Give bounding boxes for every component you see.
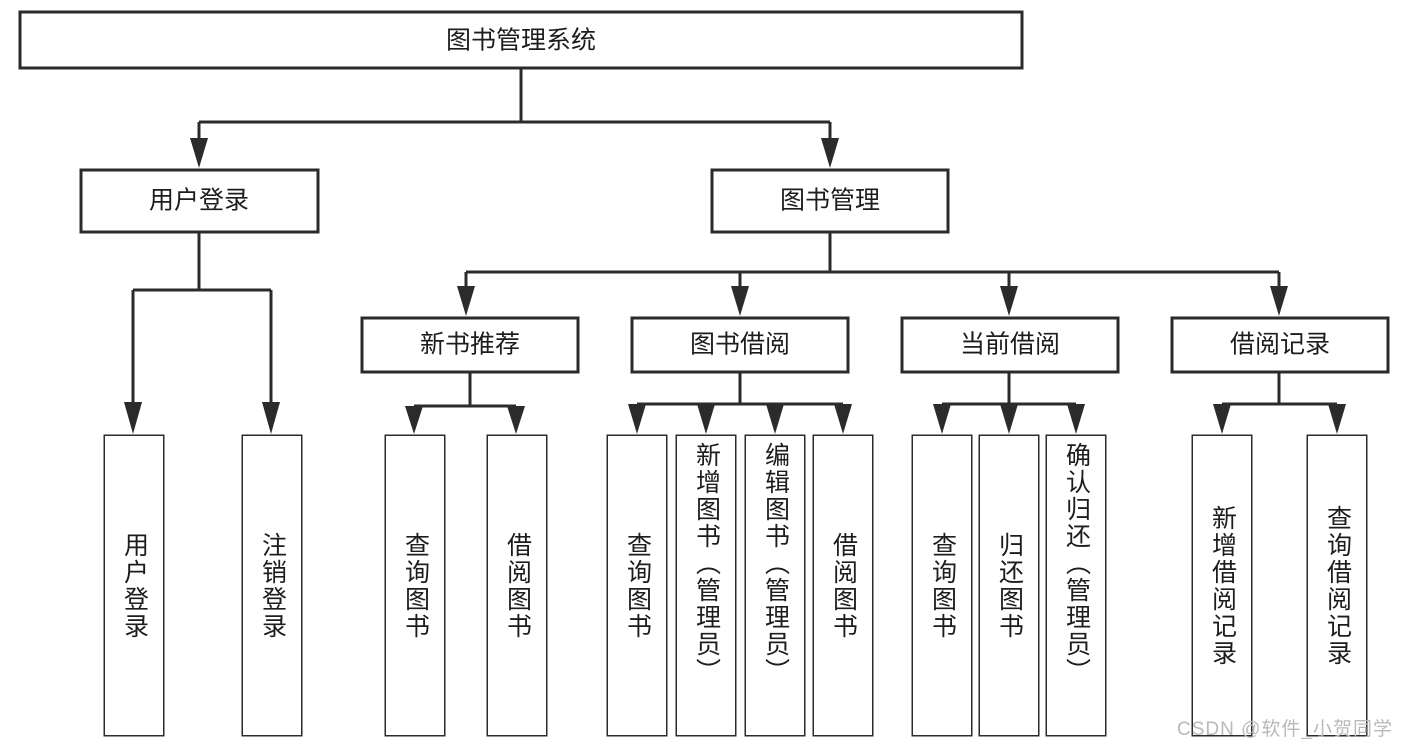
node-root-system-rect[interactable] xyxy=(18,10,1024,70)
arrow-head-leaf-logout xyxy=(262,402,280,434)
leaf-label-nb-query-book: 查询图书 xyxy=(401,531,430,640)
connector-group-bookmgmt-to-level3 xyxy=(457,232,1288,316)
connector-group-borrowrecord-to-leaves xyxy=(1213,372,1346,434)
leaf-label-cb-query-book: 查询图书 xyxy=(928,531,957,640)
node-current-borrow-rect[interactable] xyxy=(900,316,1120,374)
arrow-head-book-borrow xyxy=(731,286,749,316)
leaf-label-logout: 注销登录 xyxy=(258,531,287,640)
leaf-label-nb-borrow-book: 借阅图书 xyxy=(503,531,532,640)
leaf-label-br-query-record: 查询借阅记录 xyxy=(1323,504,1352,667)
connector-group-bookborrow-to-leaves xyxy=(628,372,852,434)
node-user-login[interactable]: 用户登录 xyxy=(79,168,320,234)
node-book-management[interactable]: 图书管理 xyxy=(710,168,950,234)
leaf-node-nb-borrow-book[interactable]: 借阅图书 xyxy=(488,436,546,735)
arrow-head-newbook-leaf-1 xyxy=(405,406,423,434)
node-current-borrow-label: 当前借阅 xyxy=(960,331,1060,359)
arrow-head-cb-leaf-1 xyxy=(933,404,951,434)
arrow-head-br-leaf-1 xyxy=(1213,404,1231,434)
connector-group-root-to-level2 xyxy=(190,68,839,168)
leaf-node-logout[interactable]: 注销登录 xyxy=(243,436,301,735)
leaf-node-br-add-record[interactable]: 新增借阅记录 xyxy=(1193,436,1251,735)
arrow-head-book-mgmt xyxy=(821,138,839,168)
arrow-head-user-login xyxy=(190,138,208,168)
connector-group-currentborrow-to-leaves xyxy=(933,372,1085,434)
leaf-node-user-login[interactable]: 用户登录 xyxy=(105,436,163,735)
arrow-head-bb-leaf-3 xyxy=(766,404,784,434)
node-borrow-record[interactable]: 借阅记录 xyxy=(1170,316,1390,374)
leaf-node-cb-confirm-return[interactable]: 确认归还（管理员） xyxy=(1047,436,1105,735)
arrow-head-borrow-record xyxy=(1270,286,1288,316)
leaf-label-bb-query-book: 查询图书 xyxy=(623,531,652,640)
arrow-head-bb-leaf-2 xyxy=(697,404,715,434)
leaf-node-bb-borrow-book[interactable]: 借阅图书 xyxy=(814,436,872,735)
node-current-borrow[interactable]: 当前借阅 xyxy=(900,316,1120,374)
leaf-label-user-login: 用户登录 xyxy=(120,531,149,640)
node-user-login-label: 用户登录 xyxy=(149,187,249,215)
arrow-head-cb-leaf-3 xyxy=(1067,404,1085,434)
arrow-head-bb-leaf-1 xyxy=(628,404,646,434)
leaf-label-bb-edit-book: 编辑图书（管理员） xyxy=(761,442,790,685)
leaf-node-cb-query-book[interactable]: 查询图书 xyxy=(913,436,971,735)
leaf-label-cb-return-book: 归还图书 xyxy=(995,531,1024,640)
arrow-head-current-borrow xyxy=(1000,286,1018,316)
leaf-node-br-query-record[interactable]: 查询借阅记录 xyxy=(1308,436,1366,735)
node-new-book-recommend-rect[interactable] xyxy=(360,316,580,374)
arrow-head-bb-leaf-4 xyxy=(834,404,852,434)
arrow-head-newbook-leaf-2 xyxy=(507,406,525,434)
arrow-head-new-book xyxy=(457,286,475,316)
node-book-borrow-rect[interactable] xyxy=(630,316,850,374)
connector-group-userlogin-to-leaves xyxy=(124,232,280,434)
node-borrow-record-rect[interactable] xyxy=(1170,316,1390,374)
node-book-management-rect[interactable] xyxy=(710,168,950,234)
node-book-borrow[interactable]: 图书借阅 xyxy=(630,316,850,374)
node-root-system-label: 图书管理系统 xyxy=(446,27,596,55)
leaf-label-br-add-record: 新增借阅记录 xyxy=(1208,504,1237,667)
node-user-login-rect[interactable] xyxy=(79,168,320,234)
leaf-node-bb-query-book[interactable]: 查询图书 xyxy=(608,436,666,735)
node-new-book-recommend-label: 新书推荐 xyxy=(420,331,520,359)
csdn-watermark: CSDN @软件_小贺同学 xyxy=(1177,719,1393,740)
arrow-head-leaf-user-login xyxy=(124,402,142,434)
leaf-label-cb-confirm-return: 确认归还（管理员） xyxy=(1062,442,1091,685)
node-book-management-label: 图书管理 xyxy=(780,187,880,215)
leaf-node-bb-edit-book[interactable]: 编辑图书（管理员） xyxy=(746,436,804,735)
connector-group-newbook-to-leaves xyxy=(405,372,525,434)
leaf-node-bb-add-book[interactable]: 新增图书（管理员） xyxy=(677,436,735,735)
leaf-label-bb-add-book: 新增图书（管理员） xyxy=(692,442,721,685)
node-borrow-record-label: 借阅记录 xyxy=(1230,331,1330,359)
arrow-head-br-leaf-2 xyxy=(1328,404,1346,434)
node-root-system[interactable]: 图书管理系统 xyxy=(18,10,1024,70)
leaf-label-bb-borrow-book: 借阅图书 xyxy=(829,531,858,640)
arrow-head-cb-leaf-2 xyxy=(1000,404,1018,434)
node-book-borrow-label: 图书借阅 xyxy=(690,331,790,359)
leaf-node-nb-query-book[interactable]: 查询图书 xyxy=(386,436,444,735)
node-new-book-recommend[interactable]: 新书推荐 xyxy=(360,316,580,374)
leaf-node-cb-return-book[interactable]: 归还图书 xyxy=(980,436,1038,735)
